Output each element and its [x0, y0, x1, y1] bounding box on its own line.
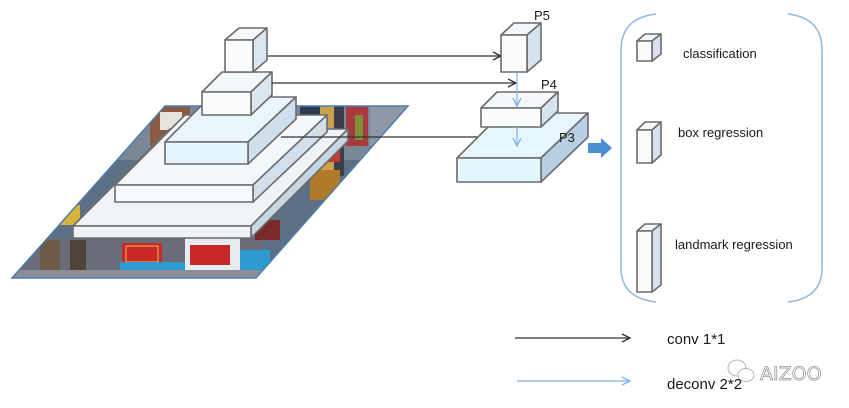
watermark: AIZOO	[727, 359, 822, 385]
legend-deconv-label: deconv 2*2	[667, 376, 742, 393]
watermark-text: AIZOO	[760, 363, 822, 385]
landmark-regression-head-cube	[636, 223, 662, 293]
heads-bracket-left	[620, 13, 657, 303]
box-regression-head-cube	[636, 121, 662, 164]
backbone-level-5	[224, 27, 268, 73]
input-image-border	[10, 105, 410, 279]
feature-map-p4	[480, 91, 559, 128]
legend-conv-label: conv 1*1	[667, 331, 725, 348]
heads-bracket-right	[787, 13, 823, 303]
classification-head-cube	[636, 33, 662, 62]
p4-label: P4	[541, 77, 557, 92]
backbone-level-4	[201, 71, 273, 116]
head-arrow-icon	[588, 138, 612, 158]
p5-label: P5	[534, 8, 550, 23]
box-regression-label: box regression	[678, 125, 763, 140]
classification-label: classification	[683, 46, 757, 61]
landmark-regression-label: landmark regression	[675, 237, 793, 252]
p3-label: P3	[559, 130, 575, 145]
feature-map-p3	[456, 112, 589, 183]
backbone-level-3	[164, 96, 297, 165]
wechat-icon	[727, 359, 755, 382]
legend: conv 1*1 deconv 2*2	[515, 331, 742, 393]
feature-map-p5	[500, 22, 542, 73]
